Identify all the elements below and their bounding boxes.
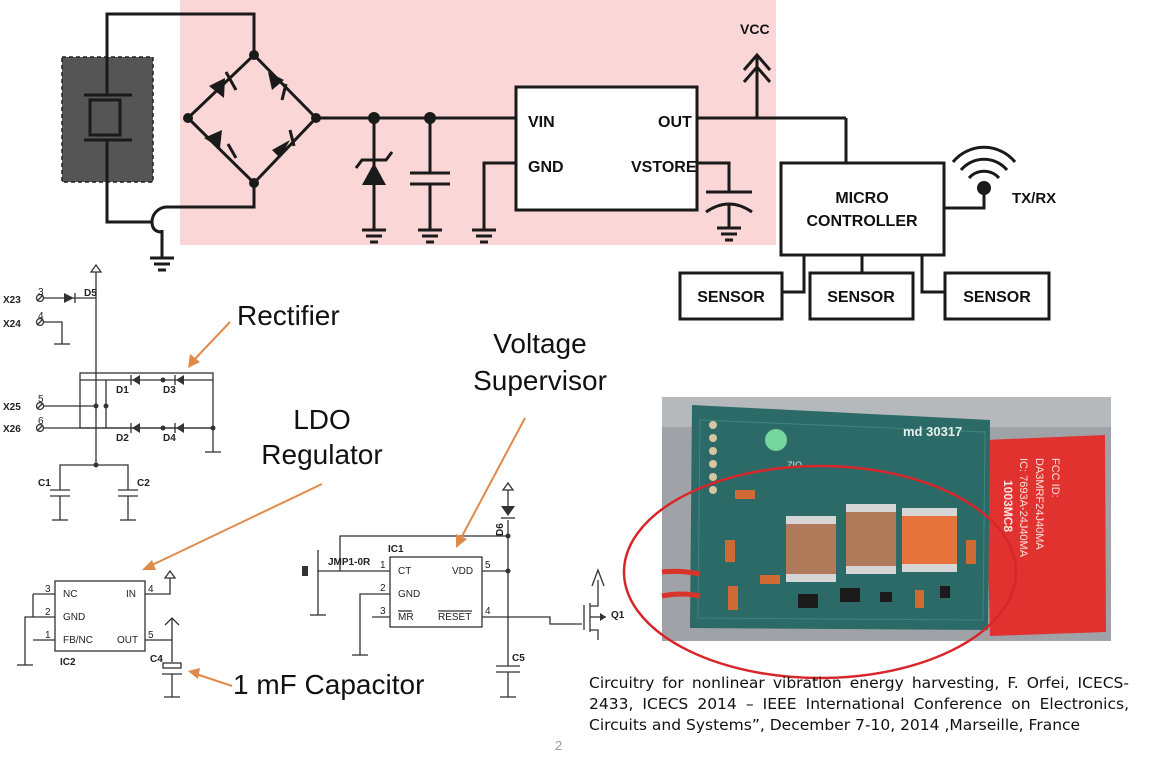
antenna-icon xyxy=(951,145,1017,180)
svg-text:NC: NC xyxy=(63,589,77,600)
sensor-label-3: SENSOR xyxy=(963,289,1031,306)
citation-caption: Circuitry for nonlinear vibration energy… xyxy=(589,674,1129,734)
svg-text:6: 6 xyxy=(38,416,44,427)
q1-label: Q1 xyxy=(611,610,625,621)
svg-text:5: 5 xyxy=(148,630,154,641)
bridge-rectifier xyxy=(183,50,321,188)
ic2-label: IC2 xyxy=(60,657,76,668)
sensor-block-2 xyxy=(808,271,915,321)
x25-label: X25 xyxy=(3,402,21,413)
out-label: OUT xyxy=(658,114,692,131)
mcu-label-line2: CONTROLLER xyxy=(806,213,918,230)
fcc-line4: 1003MC8 xyxy=(1001,480,1015,532)
sensor-label-2: SENSOR xyxy=(827,289,895,306)
vin-label: VIN xyxy=(528,114,555,131)
pcb-board xyxy=(690,405,990,630)
svg-text:5: 5 xyxy=(38,394,44,405)
svg-text:3: 3 xyxy=(38,287,44,298)
board-label: ZIO xyxy=(787,460,802,470)
svg-text:IN: IN xyxy=(126,589,136,600)
vcc-label: VCC xyxy=(740,21,770,37)
ground-symbol xyxy=(150,256,174,272)
vstore-label: VSTORE xyxy=(631,159,697,176)
voltage-annotation-line2: Supervisor xyxy=(473,365,607,396)
regulator-block xyxy=(514,85,699,212)
highlight-ellipse xyxy=(622,464,1018,680)
svg-text:3: 3 xyxy=(380,606,386,617)
fcc-line2: DA3MRF24J40MA xyxy=(1033,458,1045,550)
fcc-line3: IC: 7693A-24J40MA xyxy=(1017,458,1029,558)
d3-label: D3 xyxy=(163,385,176,396)
sensor-label-1: SENSOR xyxy=(697,289,765,306)
jmp-label: JMP1-0R xyxy=(328,557,371,568)
d6-label: D6 xyxy=(495,523,506,536)
svg-text:5: 5 xyxy=(485,560,491,571)
zener-diode xyxy=(354,118,394,230)
sensor-block-1 xyxy=(678,271,784,321)
gnd-label: GND xyxy=(528,159,564,176)
svg-text:1: 1 xyxy=(380,560,386,571)
microcontroller-block xyxy=(779,161,946,257)
c1-label: C1 xyxy=(38,478,51,489)
svg-text:2: 2 xyxy=(45,607,51,618)
rectifier-schematic: X23 3 D5 X24 4 D1 D3 D2 D4 xyxy=(3,263,221,521)
ground-symbol xyxy=(472,228,496,244)
ground-symbol xyxy=(418,228,442,244)
storage-capacitor xyxy=(697,161,753,242)
x24-label: X24 xyxy=(3,319,21,330)
d1-label: D1 xyxy=(116,385,129,396)
svg-text:GND: GND xyxy=(63,612,85,623)
ldo-schematic: NC GND FB/NC IN OUT 3 2 1 4 5 IC2 C4 xyxy=(17,569,182,698)
supervisor-schematic: IC1 CT GND MR VDD RESET 1 2 3 5 4 JMP1-0… xyxy=(302,481,625,698)
d4-label: D4 xyxy=(163,433,176,444)
rectifier-annotation: Rectifier xyxy=(237,300,340,331)
txrx-label: TX/RX xyxy=(1012,190,1056,207)
svg-text:MR: MR xyxy=(398,612,414,623)
md-label: md 30317 xyxy=(903,424,962,439)
x23-label: X23 xyxy=(3,295,21,306)
d2-label: D2 xyxy=(116,433,129,444)
capacitor-annotation: 1 mF Capacitor xyxy=(233,669,424,700)
pcb-photo: FCC ID: DA3MRF24J40MA IC: 7693A-24J40MA … xyxy=(622,397,1111,680)
ic1-label: IC1 xyxy=(388,544,404,555)
svg-text:2: 2 xyxy=(380,583,386,594)
svg-text:OUT: OUT xyxy=(117,635,138,646)
svg-text:CT: CT xyxy=(398,566,411,577)
svg-text:4: 4 xyxy=(485,606,491,617)
svg-text:1: 1 xyxy=(45,630,51,641)
page-number: 2 xyxy=(555,738,563,753)
c4-label: C4 xyxy=(150,654,163,665)
ground-symbol xyxy=(362,228,386,244)
annotation-arrows xyxy=(142,321,526,687)
d5-label: D5 xyxy=(84,288,97,299)
mcu-label-line1: MICRO xyxy=(835,190,888,207)
ldo-annotation-line2: Regulator xyxy=(261,439,382,470)
svg-text:4: 4 xyxy=(38,311,44,322)
svg-text:RESET: RESET xyxy=(438,612,471,623)
sensor-block-3 xyxy=(943,271,1051,321)
c2-label: C2 xyxy=(137,478,150,489)
filter-capacitor xyxy=(410,118,450,230)
svg-text:3: 3 xyxy=(45,584,51,595)
fcc-line1: FCC ID: xyxy=(1049,458,1061,498)
svg-text:GND: GND xyxy=(398,589,420,600)
c5-label: C5 xyxy=(512,653,525,664)
x26-label: X26 xyxy=(3,424,21,435)
voltage-annotation-line1: Voltage xyxy=(493,328,586,359)
ldo-annotation-line1: LDO xyxy=(293,404,351,435)
svg-text:4: 4 xyxy=(148,584,154,595)
svg-text:FB/NC: FB/NC xyxy=(63,635,93,646)
svg-text:VDD: VDD xyxy=(452,566,473,577)
